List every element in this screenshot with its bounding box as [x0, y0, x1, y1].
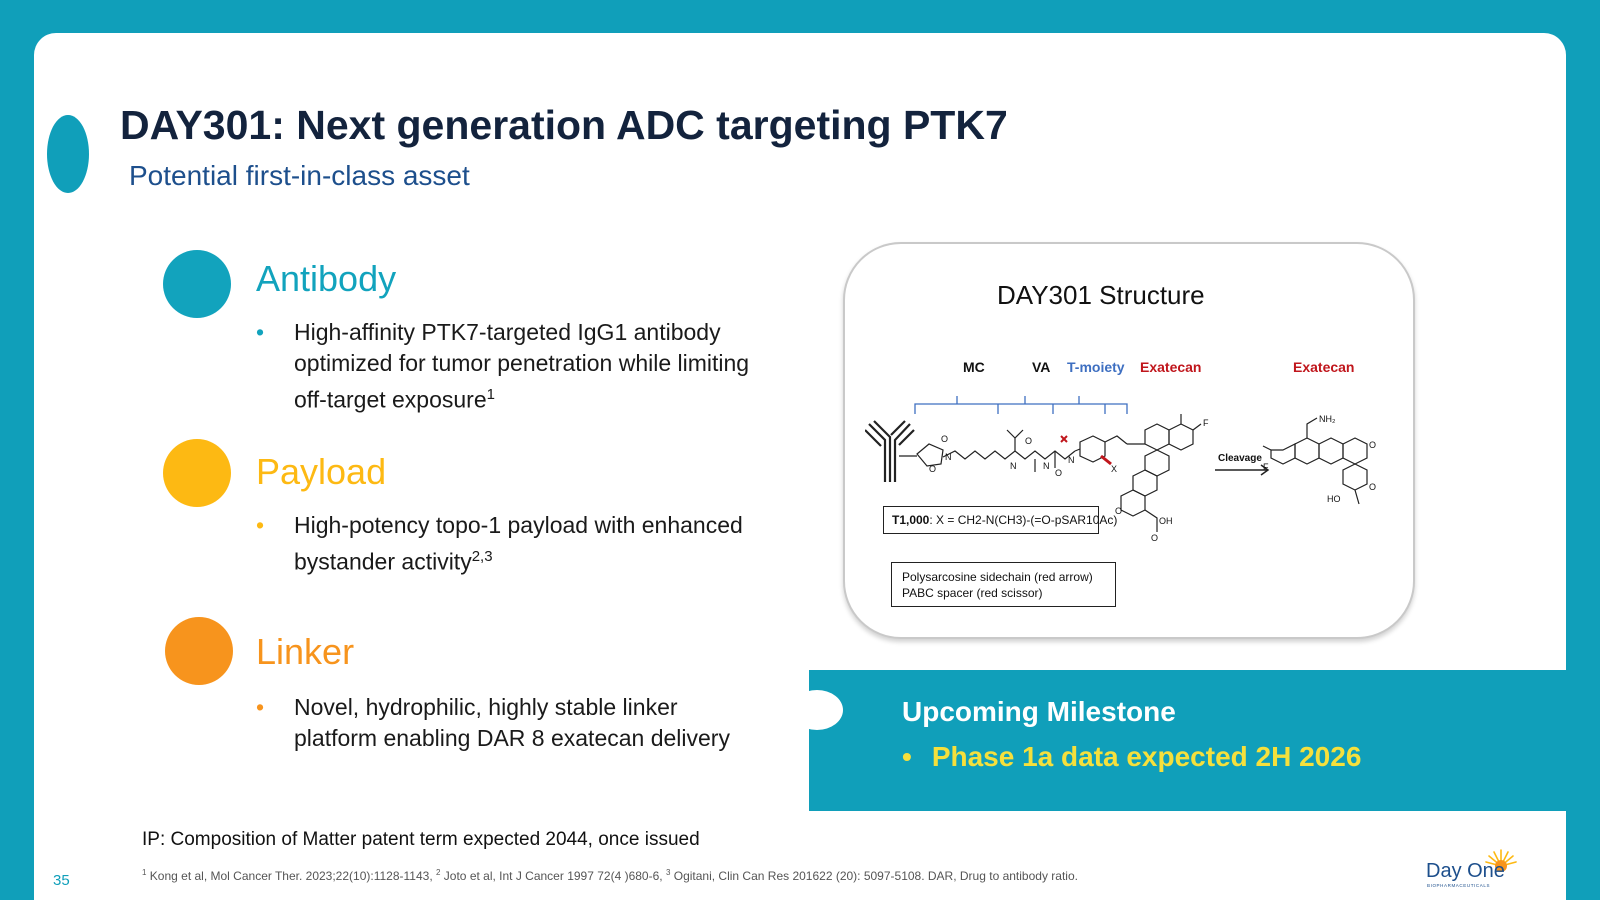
linker-bullet: • Novel, hydrophilic, highly stable link…	[256, 692, 746, 754]
payload-heading: Payload	[256, 451, 387, 492]
milestone-banner: Upcoming Milestone • Phase 1a data expect…	[791, 670, 1600, 811]
payload-bullet-text: High-potency topo-1 payload with enhance…	[294, 512, 743, 575]
segment-label-mc: MC	[963, 359, 985, 375]
day-one-logo: Day One BIOPHARMACEUTICALS	[1426, 846, 1526, 890]
segment-label-exatecan: Exatecan	[1140, 359, 1201, 375]
svg-text:OH: OH	[1159, 516, 1173, 526]
antibody-circle-icon	[163, 250, 231, 318]
linker-bullet-text: Novel, hydrophilic, highly stable linker…	[294, 694, 730, 751]
ip-note: IP: Composition of Matter patent term ex…	[142, 829, 700, 850]
svg-text:O: O	[1369, 440, 1376, 450]
t1000-formula-box: T1,000: X = CH2-N(CH3)-(=O-pSAR10Ac)	[883, 506, 1117, 534]
footnote-references: 1 Kong et al, Mol Cancer Ther. 2023;22(1…	[142, 868, 1078, 883]
svg-text:NH₂: NH₂	[1319, 414, 1336, 424]
footnote-ref-1: Kong et al, Mol Cancer Ther. 2023;22(10)…	[149, 869, 433, 883]
antibody-bullet: • High-affinity PTK7-targeted IgG1 antib…	[256, 317, 786, 416]
bullet-dot: •	[902, 741, 912, 772]
structure-panel: DAY301 Structure MC VA T-moiety Exatecan…	[843, 242, 1415, 639]
polysarcosine-arrow-icon	[1100, 454, 1112, 466]
svg-text:O: O	[941, 434, 948, 444]
svg-text:F: F	[1263, 462, 1269, 472]
note-line-polysarcosine: Polysarcosine sidechain (red arrow)	[902, 570, 1093, 584]
svg-text:O: O	[1025, 436, 1032, 446]
milestone-item-text: Phase 1a data expected 2H 2026	[931, 741, 1362, 772]
svg-text:N: N	[1068, 455, 1075, 465]
page-subtitle: Potential first-in-class asset	[129, 160, 470, 191]
note-line-pabc: PABC spacer (red scissor)	[902, 586, 1043, 600]
pabc-scissor-icon	[1060, 435, 1068, 443]
svg-text:F: F	[1203, 418, 1209, 428]
exatecan-ring-left	[1120, 414, 1202, 532]
cleavage-arrow-icon	[1215, 464, 1270, 476]
bullet-dot: •	[256, 694, 265, 720]
page-number: 35	[53, 872, 70, 889]
antibody-icon	[865, 420, 915, 482]
milestone-item: • Phase 1a data expected 2H 2026	[902, 741, 1361, 773]
logo-tagline: BIOPHARMACEUTICALS	[1427, 883, 1491, 888]
payload-footnote-ref: 2,3	[471, 548, 493, 565]
t1000-label: T1,000	[892, 513, 930, 527]
svg-text:N: N	[1010, 461, 1017, 471]
payload-bullet: • High-potency topo-1 payload with enhan…	[256, 510, 786, 578]
footnote-ref-2: Joto et al, Int J Cancer 1997 72(4 )680-…	[443, 869, 663, 883]
svg-text:N: N	[1043, 461, 1050, 471]
antibody-footnote-ref: 1	[486, 386, 495, 403]
linker-chain	[899, 429, 1128, 472]
linker-circle-icon	[165, 617, 233, 685]
structure-note-box: Polysarcosine sidechain (red arrow) PABC…	[891, 562, 1116, 607]
exatecan-ring-right	[1262, 417, 1368, 505]
segment-label-va: VA	[1032, 359, 1050, 375]
svg-text:O: O	[1115, 506, 1122, 516]
svg-text:O: O	[1055, 468, 1062, 478]
milestone-title: Upcoming Milestone	[902, 696, 1176, 727]
antibody-heading: Antibody	[256, 258, 397, 299]
page-title: DAY301: Next generation ADC targeting PT…	[120, 102, 1008, 148]
linker-heading: Linker	[256, 631, 355, 672]
segment-bracket	[914, 396, 1128, 414]
structure-title: DAY301 Structure	[997, 280, 1205, 310]
t1000-formula: X = CH2-N(CH3)-(=O-pSAR10Ac)	[936, 513, 1118, 527]
svg-text:X: X	[1111, 464, 1117, 474]
antibody-bullet-text: High-affinity PTK7-targeted IgG1 antibod…	[294, 319, 750, 413]
svg-text:O: O	[1369, 482, 1376, 492]
sun-icon	[1485, 849, 1517, 872]
adc-chemical-structure: MC VA T-moiety Exatecan Exatecan	[865, 359, 1376, 543]
decorative-notch	[791, 690, 843, 730]
cleavage-label: Cleavage	[1218, 453, 1262, 464]
svg-text:O: O	[1151, 533, 1158, 543]
segment-label-t-moiety: T-moiety	[1067, 359, 1125, 375]
bullet-dot: •	[256, 512, 265, 538]
svg-text:N: N	[945, 452, 952, 462]
footnote-ref-3: Ogitani, Clin Can Res 201622 (20): 5097-…	[673, 869, 1078, 883]
svg-text:HO: HO	[1327, 494, 1341, 504]
svg-text:O: O	[929, 464, 936, 474]
product-label-exatecan: Exatecan	[1293, 359, 1354, 375]
payload-circle-icon	[163, 439, 231, 507]
logo-wordmark: Day One	[1426, 860, 1505, 882]
decorative-notch	[47, 115, 89, 193]
bullet-dot: •	[256, 319, 265, 345]
